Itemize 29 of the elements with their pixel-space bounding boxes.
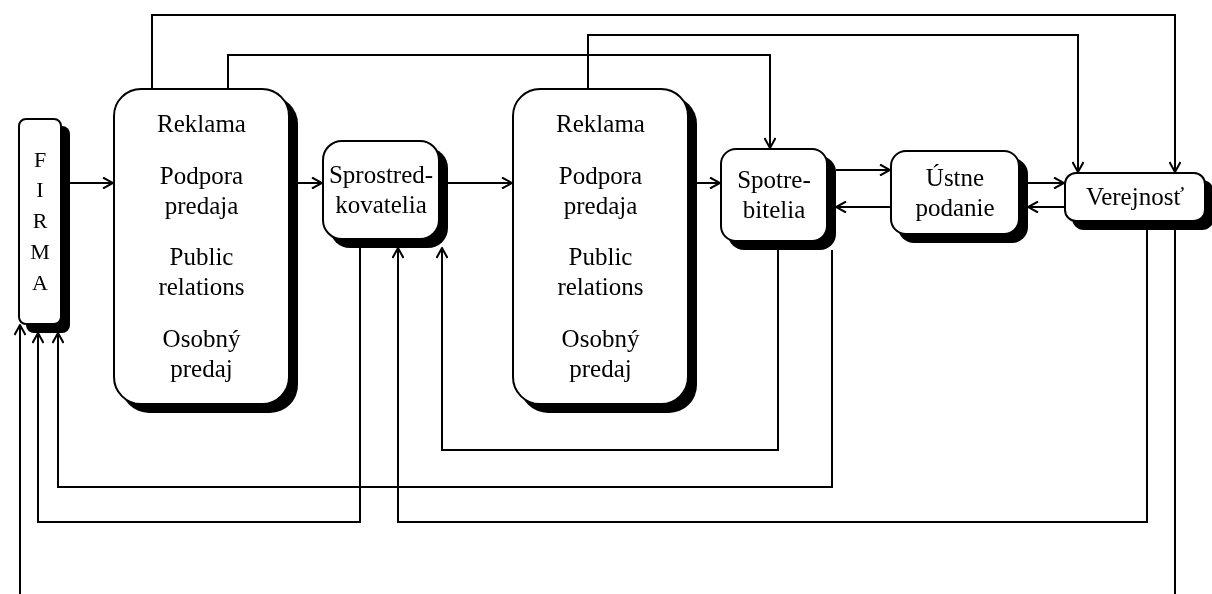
arrow [151, 14, 1182, 173]
box-label: Osobný predaj [560, 324, 641, 385]
arrow [1027, 176, 1065, 190]
box-label: FIRMA [29, 145, 60, 297]
box-label: Spotre-bitelia [736, 165, 812, 225]
arrow [696, 176, 721, 190]
box-label: Verejnosť [1085, 182, 1185, 212]
arrow [835, 163, 891, 177]
arrow [69, 176, 114, 190]
box-label: Reklama [157, 108, 246, 139]
arrow [227, 54, 777, 149]
box-label: Public relations [556, 242, 645, 303]
arrow [297, 176, 323, 190]
box-label: Podpora predaja [158, 160, 245, 221]
box-label: Ústne podanie [914, 162, 996, 223]
arrow [447, 176, 513, 190]
box-label: Public relations [157, 242, 246, 303]
arrow [391, 229, 1148, 523]
box-label: Reklama [556, 108, 645, 139]
arrow [587, 34, 1085, 173]
arrow [1027, 200, 1065, 214]
arrow [31, 247, 361, 523]
box-label: Sprostred-kovatelia [327, 160, 435, 220]
arrow [835, 200, 891, 214]
arrow [435, 247, 779, 451]
box-label: Podpora predaja [557, 160, 644, 221]
box-label: Osobný predaj [161, 324, 242, 385]
arrow [13, 229, 1176, 594]
arrow [51, 249, 833, 488]
